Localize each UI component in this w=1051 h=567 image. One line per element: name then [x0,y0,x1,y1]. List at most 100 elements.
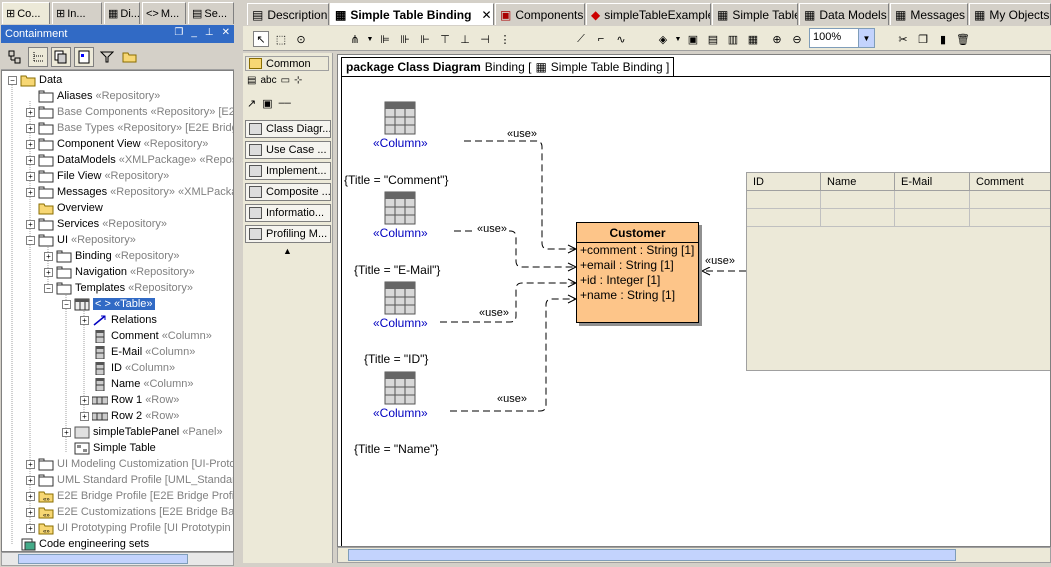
oblique-path-icon[interactable]: ⟋ [573,31,589,47]
ui-table-row[interactable] [747,209,1051,227]
zoom-in-icon[interactable]: ⊕ [769,31,785,47]
expand-icon[interactable]: + [26,220,35,229]
collapse-icon[interactable]: − [8,76,17,85]
tree-item[interactable]: +simpleTablePanel«Panel» [62,424,223,440]
expand-icon[interactable]: + [26,124,35,133]
layout-tree-icon[interactable]: ⋔ [347,31,363,47]
tab-components[interactable]: ▣Components [495,3,585,25]
tree-item[interactable]: +Binding«Repository» [44,248,180,264]
tree-item[interactable]: +Component View«Repository» [26,136,208,152]
copy-icon[interactable]: ❐ [915,31,931,47]
column-table-icon[interactable] [384,191,416,225]
separator-icon[interactable]: ‒‒ [279,97,291,110]
show-elements-button[interactable] [51,47,71,67]
align-top-icon[interactable]: ⊤ [437,31,453,47]
expand-icon[interactable]: + [26,524,35,533]
expand-icon[interactable]: + [62,428,71,437]
ungroup-icon[interactable]: ▦ [745,31,761,47]
tree-item[interactable]: +Navigation«Repository» [44,264,195,280]
tree-item[interactable]: Comment«Column» [80,328,212,344]
attribute-id[interactable]: +id : Integer [1] [577,273,698,288]
tree-item[interactable]: Name«Column» [80,376,193,392]
tree-item[interactable]: +«»E2E Customizations [E2E Bridge Base [26,504,234,520]
palette-common-group[interactable]: Common [245,56,329,71]
expand-icon[interactable]: + [26,108,35,117]
expand-icon[interactable]: + [26,172,35,181]
tree-item[interactable]: +Services«Repository» [26,216,167,232]
show-auxiliary-button[interactable] [28,47,48,67]
tree-item[interactable]: +Row 1«Row» [80,392,179,408]
tree-item[interactable]: −< > «Table» [62,296,155,312]
tab-simple-table[interactable]: ▦Simple Table [712,3,798,25]
attribute-comment[interactable]: +comment : String [1] [577,243,698,258]
tree-scroll-thumb[interactable] [18,554,188,564]
expand-icon[interactable]: + [80,412,89,421]
note-icon[interactable]: ▤ [247,75,256,86]
attribute-email[interactable]: +email : String [1] [577,258,698,273]
collapse-all-button[interactable] [5,47,25,67]
tree-item[interactable]: +DataModels«XMLPackage» «Reposit [26,152,234,168]
text-box-icon[interactable]: abc [260,75,276,86]
align-bottom-icon[interactable]: ⊣ [477,31,493,47]
palette-profiling[interactable]: Profiling M... [245,225,331,243]
tab-description[interactable]: ▤Description [247,3,329,25]
tree-item[interactable]: +Base Components«Repository» [E2E [26,104,234,120]
zoom-out-icon[interactable]: ⊖ [789,31,805,47]
tree-item[interactable]: +«»E2E Bridge Profile [E2E Bridge Profil… [26,488,234,504]
collapse-icon[interactable]: − [44,284,53,293]
tree-item[interactable]: +UML Standard Profile [UML_Standard [26,472,234,488]
diagram-canvas[interactable]: package Class Diagram Binding [ ▦ Simple… [337,54,1051,547]
open-folder-button[interactable] [120,47,140,67]
close-icon[interactable]: ✕ [222,27,230,38]
tree-item[interactable]: +Relations [80,312,157,328]
panel-splitter[interactable] [236,0,241,567]
tab-simple-table-example[interactable]: ◆simpleTableExample [586,3,711,25]
ui-table-preview[interactable]: ID Name E-Mail Comment [746,172,1051,371]
close-tab-icon[interactable]: ✕ [481,8,491,22]
expand-icon[interactable]: + [80,316,89,325]
bezier-path-icon[interactable]: ∿ [613,31,629,47]
expand-icon[interactable]: + [26,188,35,197]
tree-item[interactable]: Overview [26,200,103,216]
tree-item[interactable]: Code engineering sets [8,536,149,552]
minimize-icon[interactable]: _ [191,27,197,38]
tree-item[interactable]: E-Mail«Column» [80,344,195,360]
tree-item[interactable]: ID«Column» [80,360,175,376]
group-icon[interactable]: ▥ [725,31,741,47]
rubber-band-select-icon[interactable]: ⬚ [273,31,289,47]
expand-icon[interactable]: + [80,396,89,405]
expand-icon[interactable]: + [26,140,35,149]
column-table-icon[interactable] [384,101,416,135]
align-center-icon[interactable]: ⊪ [397,31,413,47]
canvas-horizontal-scrollbar[interactable] [337,547,1051,563]
comment-icon[interactable]: ▭ [281,75,290,86]
tab-simple-table-binding[interactable]: ▦Simple Table Binding✕ [330,3,494,25]
tree-item[interactable]: +File View«Repository» [26,168,169,184]
canvas-scroll-thumb[interactable] [348,549,956,561]
rectilinear-path-icon[interactable]: ⌐ [593,31,609,47]
dropdown-arrow-icon[interactable]: ▼ [367,31,373,47]
expand-icon[interactable]: + [26,508,35,517]
tree-item[interactable]: +Messages«Repository» «XMLPackag [26,184,234,200]
column-table-icon[interactable] [384,281,416,315]
distribute-icon[interactable]: ⋮ [497,31,513,47]
link-icon[interactable]: ↗ [247,97,256,110]
restore-icon[interactable]: ❐ [174,27,183,38]
tree-horizontal-scrollbar[interactable] [1,552,234,566]
paste-icon[interactable]: ▮ [935,31,951,47]
tab-model-extensions[interactable]: <>M... [142,2,186,24]
tab-diagrams[interactable]: ▦Di... [104,2,140,24]
containment-tree[interactable]: −DataAliases«Repository»+Base Components… [1,70,234,552]
tree-item[interactable]: +UI Modeling Customization [UI-Proto [26,456,234,472]
dropdown-arrow-icon[interactable]: ▼ [675,31,681,47]
anchor-icon[interactable]: ⊹ [294,75,302,86]
tree-item[interactable]: +«»UI Prototyping Profile [UI Prototypin [26,520,231,536]
tab-containment[interactable]: ⊞Co... [2,2,50,24]
tree-item[interactable]: Aliases«Repository» [26,88,160,104]
column-table-icon[interactable] [384,371,416,405]
expand-icon[interactable]: + [44,252,53,261]
palette-composite[interactable]: Composite ... [245,183,331,201]
expand-icon[interactable]: + [26,476,35,485]
expand-icon[interactable]: + [44,268,53,277]
palette-implementation[interactable]: Implement... [245,162,331,180]
